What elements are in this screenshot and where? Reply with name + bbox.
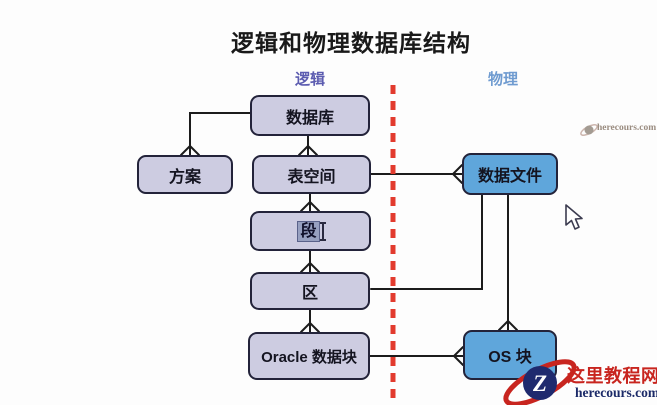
corner-logo xyxy=(580,124,598,136)
node-oracle-block[interactable]: Oracle 数据块 xyxy=(248,332,370,380)
connector-datafile-extent xyxy=(370,194,483,290)
diagram-title: 逻辑和物理数据库结构 xyxy=(231,30,471,56)
node-segment-label-selected: 段 xyxy=(297,220,320,242)
node-extent-label: 区 xyxy=(301,285,318,302)
node-database-label: 数据库 xyxy=(285,109,334,127)
connector-database-schema xyxy=(180,112,251,156)
connector-datafile-osblock xyxy=(498,194,518,331)
site-watermark-name: 这里教程网 xyxy=(567,366,657,386)
connector-database-tablespace xyxy=(298,135,318,156)
column-label-physical: 物理 xyxy=(487,71,519,88)
node-tablespace[interactable]: 表空间 xyxy=(252,155,371,194)
connector-segment-extent xyxy=(300,250,320,273)
node-datafile[interactable]: 数据文件 xyxy=(462,153,558,195)
node-os-block[interactable]: OS 块 xyxy=(463,330,557,380)
node-database[interactable]: 数据库 xyxy=(250,95,370,136)
site-watermark-url: herecours.com xyxy=(575,385,657,400)
connector-tablespace-datafile xyxy=(370,164,463,184)
column-label-logical: 逻辑 xyxy=(294,71,326,88)
node-tablespace-label: 表空间 xyxy=(287,168,336,186)
node-os-block-label: OS 块 xyxy=(488,349,532,366)
node-schema-label: 方案 xyxy=(168,168,201,186)
node-schema[interactable]: 方案 xyxy=(137,155,233,194)
node-extent[interactable]: 区 xyxy=(250,272,370,310)
connector-extent-oracleblock xyxy=(300,309,320,333)
node-oracle-block-label: Oracle 数据块 xyxy=(261,348,357,366)
mouse-cursor xyxy=(565,204,583,230)
text-caret xyxy=(319,221,326,241)
node-datafile-label: 数据文件 xyxy=(477,168,542,185)
corner-watermark-url: herecours.com xyxy=(597,123,657,133)
connector-oracleblock-osblock xyxy=(369,346,464,366)
connector-tablespace-segment xyxy=(300,193,320,212)
node-segment[interactable]: 段 xyxy=(250,211,371,251)
